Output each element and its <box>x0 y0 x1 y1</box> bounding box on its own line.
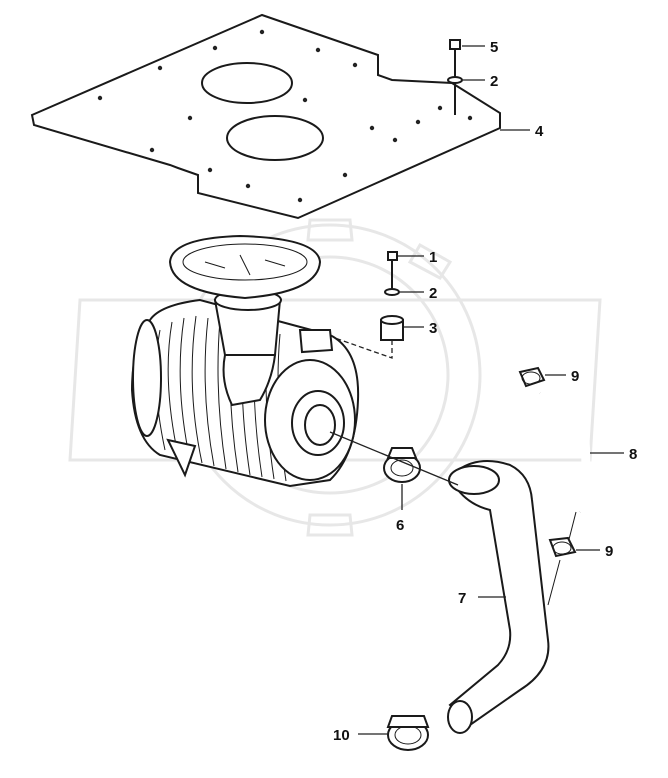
washer-filter <box>384 288 400 296</box>
small-clamp-bottom <box>548 536 577 558</box>
callout-2-top: 2 <box>490 73 498 90</box>
callout-2-filter: 2 <box>429 285 437 302</box>
callout-8: 8 <box>629 446 637 463</box>
callout-9-bottom: 9 <box>605 543 613 560</box>
hose-clamp-6 <box>383 447 421 483</box>
callout-6: 6 <box>396 517 404 534</box>
elbow-hose <box>447 460 550 734</box>
mounting-plate <box>30 13 501 220</box>
callout-10: 10 <box>333 727 350 744</box>
small-clamp-top <box>518 366 546 388</box>
hose-clamp-10 <box>386 715 430 751</box>
callout-3: 3 <box>429 320 437 337</box>
leader-lines <box>329 45 624 735</box>
washer-top <box>447 76 463 84</box>
callout-9-top: 9 <box>571 368 579 385</box>
air-filter-assembly <box>130 234 360 488</box>
callouts: 5 2 4 1 2 3 9 8 6 9 7 10 <box>333 39 637 744</box>
callout-7: 7 <box>458 590 466 607</box>
callout-1: 1 <box>429 249 437 266</box>
callout-5: 5 <box>490 39 498 56</box>
callout-4: 4 <box>535 123 544 140</box>
spacer-bushing <box>311 315 404 359</box>
bolt-filter <box>387 251 398 292</box>
small-hose <box>539 388 591 606</box>
